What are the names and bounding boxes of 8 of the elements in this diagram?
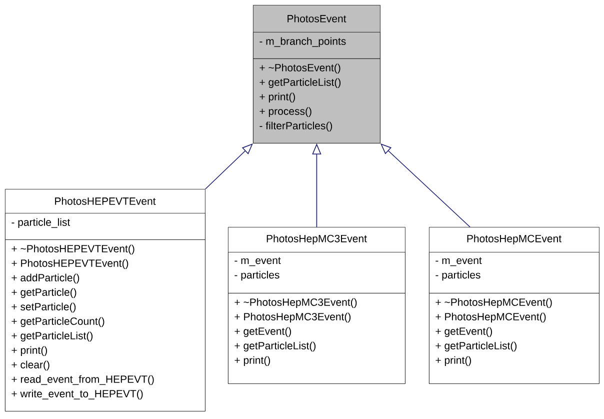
attribute-compartment: - m_branch_points [253,32,380,59]
attribute-compartment: - particle_list [5,213,206,240]
class-name: PhotosHEPEVTEvent [55,197,156,205]
class-name: PhotosHepMCEvent [467,234,562,244]
class-name: PhotosHepMC3Event [266,234,367,244]
attribute-compartment: - m_event - particles [228,252,406,294]
class-name: PhotosEvent [288,14,346,22]
attribute-compartment: - m_event - particles [429,252,600,294]
